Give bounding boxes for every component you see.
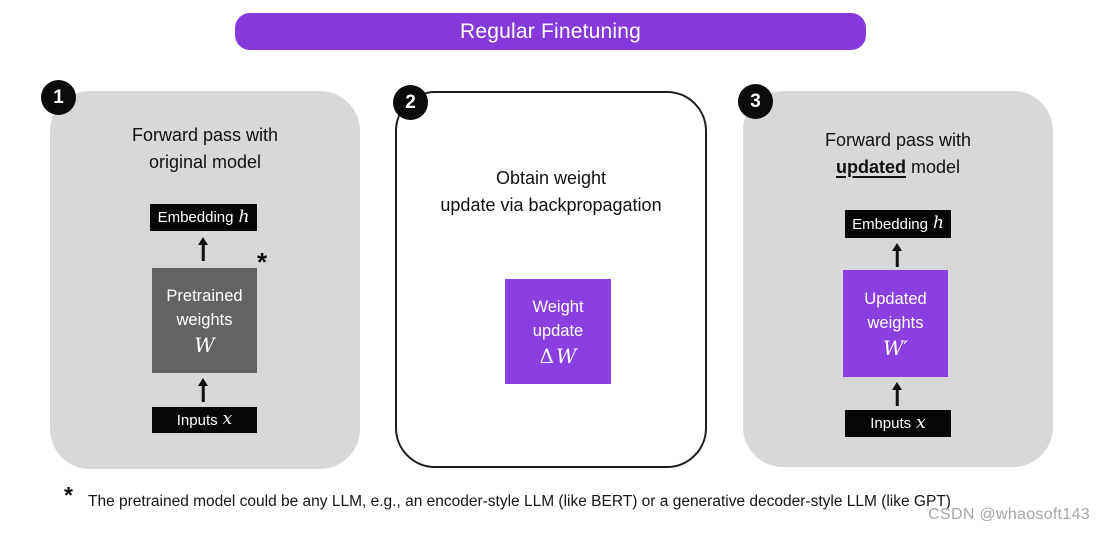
updated-weights-variable: W′	[882, 335, 909, 360]
step-badge-2-number: 2	[405, 91, 416, 113]
step-badge-2: 2	[393, 85, 428, 120]
panel-3-title-line1: Forward pass with	[824, 130, 972, 150]
asterisk-marker: *	[257, 247, 268, 277]
inputs-box: Inputs x	[845, 410, 951, 437]
pretrained-weights-line1: Pretrained	[166, 286, 243, 305]
step-badge-1: 1	[41, 80, 76, 115]
weight-update-line1: Weight	[532, 297, 584, 316]
arrow-up-icon	[196, 237, 210, 261]
inputs-variable: x	[916, 412, 926, 433]
embedding-box: Embedding h	[845, 210, 951, 238]
panel-2-title-line2: update via backpropagation	[440, 195, 662, 215]
embedding-box: Embedding h	[150, 204, 257, 231]
panel-1-title: Forward pass with original model	[50, 122, 360, 176]
updated-weights-box: Updated weights W′	[843, 270, 948, 377]
panel-2-title-line1: Obtain weight	[495, 168, 607, 188]
panel-3-title-line2-rest: model	[910, 157, 961, 177]
panel-2-title: Obtain weight update via backpropagation	[397, 165, 705, 219]
pretrained-weights-line2: weights	[176, 310, 233, 329]
embedding-label: Embedding	[157, 209, 234, 226]
step-badge-3-number: 3	[750, 90, 761, 112]
embedding-variable: h	[932, 213, 944, 233]
panel-1-title-line1: Forward pass with	[131, 125, 279, 145]
panel-original-model: Forward pass with original model Embeddi…	[50, 91, 360, 469]
inputs-variable: x	[222, 409, 233, 429]
panel-1-title-line2: original model	[148, 152, 262, 172]
footnote-text: The pretrained model could be any LLM, e…	[88, 493, 951, 510]
title-banner-label: Regular Finetuning	[459, 19, 642, 43]
arrow-up-icon	[890, 243, 904, 267]
title-banner: Regular Finetuning	[235, 13, 866, 50]
weight-update-line2: update	[532, 321, 584, 340]
weight-update-box: Weight update Δ W	[505, 279, 611, 384]
embedding-label: Embedding	[852, 215, 928, 233]
watermark: CSDN @whaosoft143	[928, 506, 1090, 523]
pretrained-weights-box: Pretrained weights W	[152, 268, 257, 373]
embedding-variable: h	[238, 206, 250, 227]
pretrained-weights-variable: W	[194, 332, 215, 357]
updated-weights-line1: Updated	[864, 289, 927, 308]
weight-update-variable: W	[555, 343, 577, 368]
inputs-box: Inputs x	[152, 407, 257, 433]
inputs-label: Inputs	[870, 415, 912, 432]
inputs-label: Inputs	[176, 411, 218, 429]
footnote-asterisk: *	[64, 482, 73, 508]
panel-weight-update: Obtain weight update via backpropagation…	[395, 91, 707, 468]
arrow-up-icon	[196, 378, 210, 402]
step-badge-1-number: 1	[53, 86, 64, 108]
panel-3-title-emphasis: updated	[835, 157, 906, 177]
arrow-up-icon	[890, 382, 904, 406]
updated-weights-line2: weights	[867, 313, 924, 332]
delta-symbol: Δ	[539, 343, 554, 368]
step-badge-3: 3	[738, 84, 773, 119]
